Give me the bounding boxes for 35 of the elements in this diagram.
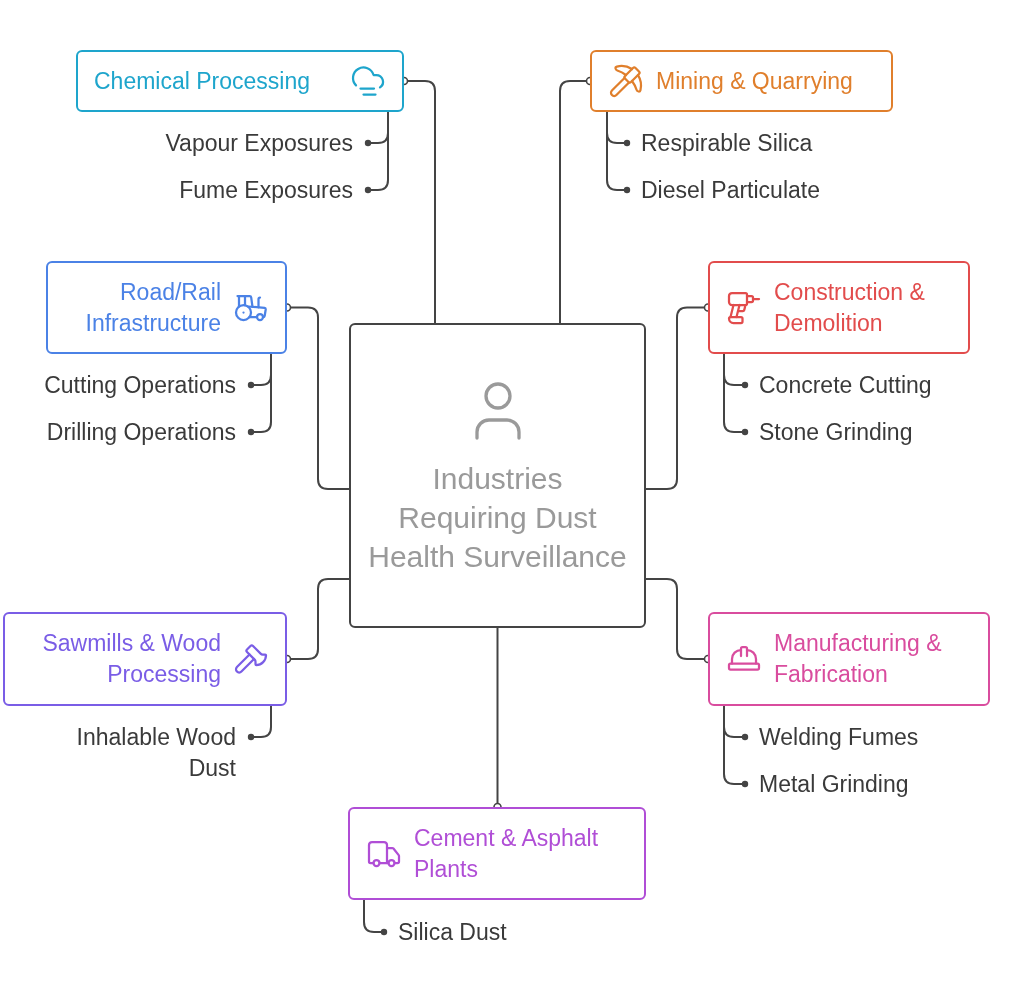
- category-label: Road/Rail Infrastructure: [84, 277, 221, 338]
- item-label: Concrete Cutting: [759, 370, 932, 400]
- category-box: [3, 612, 287, 706]
- item-label: Welding Fumes: [759, 722, 919, 752]
- central-title: Industries Requiring Dust Health Surveillance: [367, 461, 628, 575]
- item-label: Drilling Operations: [46, 417, 236, 447]
- connector-line: [247, 353, 272, 436]
- item-label: Inhalable Wood Dust: [75, 722, 236, 783]
- category-label: Manufacturing & Fabrication: [774, 629, 943, 689]
- category-label: Construction & Demolition: [774, 277, 926, 338]
- category-box: [348, 807, 646, 900]
- category-box: [590, 50, 893, 112]
- central-box: [349, 323, 646, 628]
- category-label: Chemical Processing: [94, 66, 311, 96]
- connector-line: [363, 899, 388, 936]
- item-label: Diesel Particulate: [641, 175, 820, 205]
- category-box: [708, 261, 970, 354]
- item-label: Silica Dust: [398, 917, 507, 947]
- category-box: [46, 261, 287, 354]
- item-label: Fume Exposures: [179, 175, 353, 205]
- category-box: [708, 612, 990, 706]
- connector-line: [606, 111, 631, 194]
- item-label: Stone Grinding: [759, 417, 913, 447]
- connector-line: [247, 705, 272, 741]
- connector-line: [723, 705, 749, 788]
- category-label: Cement & Asphalt Plants: [414, 823, 600, 884]
- connector-line: [723, 353, 749, 436]
- category-label: Sawmills & Wood Processing: [41, 629, 221, 689]
- connector-line: [364, 111, 389, 194]
- item-label: Vapour Exposures: [165, 128, 353, 158]
- item-label: Respirable Silica: [641, 128, 813, 158]
- category-label: Mining & Quarrying: [656, 66, 853, 96]
- item-label: Metal Grinding: [759, 769, 909, 799]
- item-label: Cutting Operations: [44, 370, 236, 400]
- category-box: [76, 50, 404, 112]
